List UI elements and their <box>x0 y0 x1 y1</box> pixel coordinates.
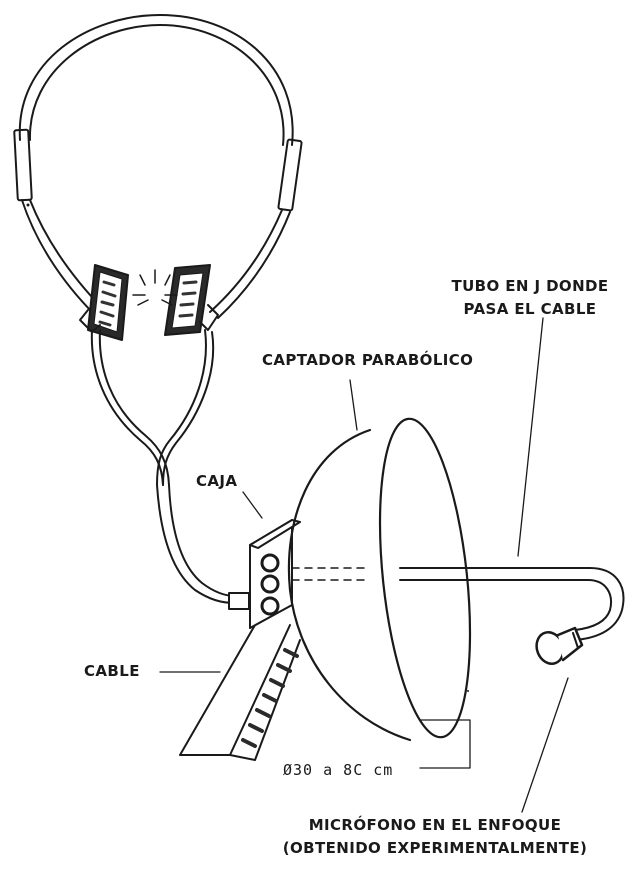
leader-lines <box>159 317 569 813</box>
sound-marks <box>132 269 178 306</box>
main-cable <box>156 484 236 604</box>
leader-captador <box>349 379 358 431</box>
left-slider <box>13 128 33 202</box>
headphone-cord-right <box>156 329 207 486</box>
dimension-bracket <box>419 719 471 769</box>
right-earpiece <box>164 264 219 336</box>
dimension-text: Ø30 a 8C cm <box>283 761 393 779</box>
label-captador: CAPTADOR PARABÓLICO <box>262 351 474 369</box>
label-microfono-line2: (OBTENIDO EXPERIMENTALMENTE) <box>282 839 588 857</box>
microphone <box>535 626 584 665</box>
j-tube <box>399 567 625 641</box>
label-caja: CAJA <box>196 472 238 490</box>
label-tubo-line2: PASA EL CABLE <box>463 300 597 318</box>
right-slider <box>277 138 303 212</box>
handle <box>179 624 301 761</box>
label-microfono: MICRÓFONO EN EL ENFOQUE (OBTENIDO EXPERI… <box>270 814 600 860</box>
parabolic-dish <box>287 417 472 742</box>
leader-tubo <box>517 317 544 557</box>
headphones <box>13 14 303 604</box>
leader-caja <box>242 491 263 519</box>
box <box>228 519 301 629</box>
label-microfono-line1: MICRÓFONO EN EL ENFOQUE <box>308 816 562 834</box>
left-earpiece <box>79 264 129 341</box>
headphone-cord-left <box>90 329 164 486</box>
headband <box>18 14 294 146</box>
label-tubo: TUBO EN J DONDE PASA EL CABLE <box>445 275 615 321</box>
label-cable: CABLE <box>84 662 140 680</box>
label-tubo-line1: TUBO EN J DONDE <box>451 277 609 295</box>
leader-microfono <box>521 677 569 813</box>
